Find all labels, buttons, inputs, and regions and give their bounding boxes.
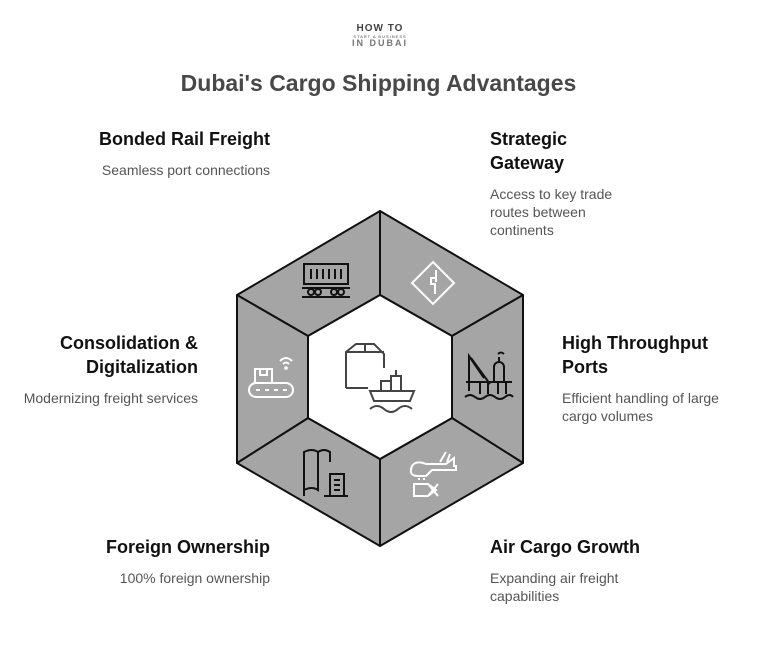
item-title: Air Cargo Growth (490, 537, 641, 557)
item-bonded-rail-freight: Bonded Rail Freight Seamless port connec… (50, 127, 270, 179)
logo: HOW TO START A BUSINESS IN DUBAI (340, 24, 420, 48)
item-title: Strategic Gateway (490, 129, 568, 173)
item-air-cargo-growth: Air Cargo Growth Expanding air freight c… (490, 535, 650, 605)
freight-train-icon (302, 263, 350, 298)
logo-line1: HOW TO (356, 23, 404, 34)
item-desc: Efficient handling of large cargo volume… (562, 390, 719, 424)
center-hexagon (307, 294, 453, 460)
item-strategic-gateway: Strategic Gateway Access to key trade ro… (490, 127, 630, 239)
flag-building-icon (303, 449, 348, 497)
logo-line2: START A BUSINESS (353, 34, 407, 39)
item-desc: Access to key trade routes between conti… (490, 186, 613, 238)
item-foreign-ownership: Foreign Ownership 100% foreign ownership (50, 535, 270, 587)
page-title: Dubai's Cargo Shipping Advantages (180, 70, 577, 96)
item-desc: 100% foreign ownership (119, 570, 270, 586)
road-sign-icon (410, 260, 456, 306)
item-desc: Expanding air freight capabilities (490, 570, 619, 604)
item-consolidation: Consolidation & Digitalization Modernizi… (0, 331, 198, 407)
port-crane-icon (464, 351, 514, 400)
item-title: High Throughput Ports (562, 333, 708, 377)
box-ship-icon (345, 343, 416, 413)
airplane-cargo-icon (409, 451, 457, 497)
item-desc: Modernizing freight services (23, 390, 198, 406)
item-desc: Seamless port connections (101, 162, 270, 178)
item-title: Consolidation & Digitalization (60, 333, 198, 377)
logo-line3: IN DUBAI (352, 38, 408, 48)
item-title: Bonded Rail Freight (99, 129, 270, 149)
conveyor-wifi-icon (248, 357, 294, 398)
item-high-throughput-ports: High Throughput Ports Efficient handling… (562, 331, 722, 425)
item-title: Foreign Ownership (105, 537, 270, 557)
